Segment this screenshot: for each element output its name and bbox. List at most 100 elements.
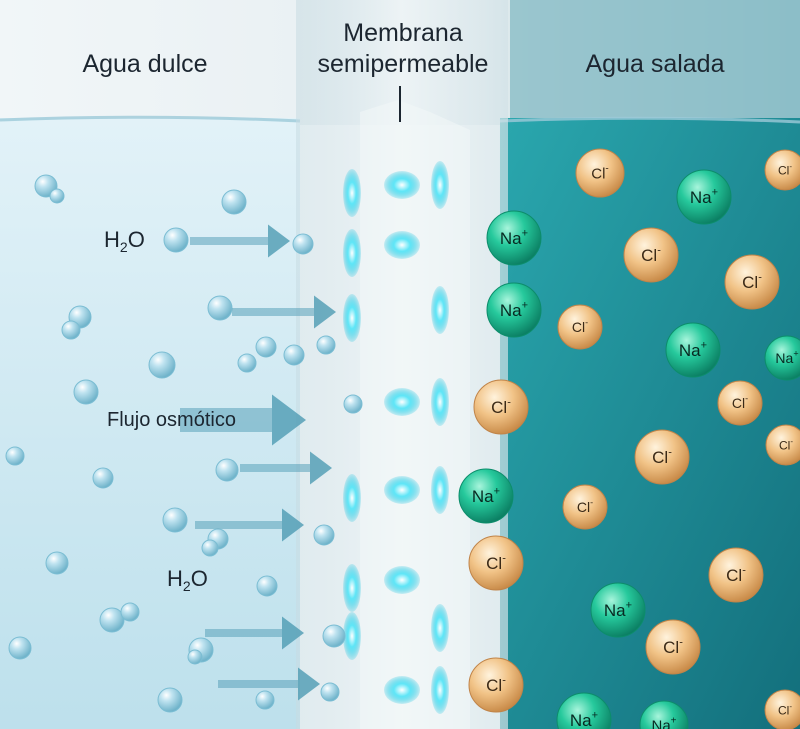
ion-charge: - [585,318,588,328]
membrane-label-line1: Membrana [343,19,463,47]
chloride-ion-label: Cl- [572,318,588,335]
pore-icon [343,229,361,277]
ion-charge: + [494,485,500,497]
pore-icon [384,388,420,416]
bubble-icon [322,624,346,648]
chloride-ion: Cl- [473,379,529,435]
sodium-ion: Na+ [486,282,542,338]
bubble-icon [163,227,189,253]
pore-icon [431,666,449,714]
chloride-ion-label: Cl- [486,674,506,695]
bubble-icon [8,636,32,660]
chloride-ion: Cl- [468,535,524,591]
ion-charge: - [657,244,661,256]
chloride-ion-label: Cl- [726,564,746,585]
chloride-ion-label: Cl- [779,437,793,452]
chloride-ion: Cl- [764,149,800,191]
chloride-ion-label: Cl- [491,396,511,417]
ion-charge: + [592,709,598,721]
chloride-ion-label: Cl- [732,394,748,411]
chloride-ion: Cl- [645,619,701,675]
pore-icon [343,169,361,217]
pore-icon [384,476,420,504]
chloride-ion: Cl- [557,304,603,350]
arrow-right-icon [240,451,332,485]
chloride-ion: Cl- [724,254,780,310]
bubble-icon [99,607,125,633]
pore-icon [384,566,420,594]
chloride-ion-label: Cl- [778,702,792,717]
sodium-ion-label: Na+ [775,349,798,366]
ion-charge: - [507,396,511,408]
arrow-right-icon [190,224,290,258]
ion-charge: - [742,564,746,576]
bubble-icon [207,295,233,321]
chloride-ion: Cl- [468,657,524,713]
ion-charge: - [745,394,748,404]
bubble-icon [5,446,25,466]
bubble-icon [320,682,340,702]
sodium-ion-label: Na+ [651,716,676,729]
osmotic-flow-label: Flujo osmótico [107,409,236,431]
bubble-icon [237,353,257,373]
bubble-icon [148,351,176,379]
chloride-ion-label: Cl- [663,636,683,657]
h2o-label-top: H2O [104,227,145,255]
bubble-icon [316,335,336,355]
ion-charge: + [701,339,707,351]
chloride-ion-label: Cl- [652,446,672,467]
chloride-ion: Cl- [764,689,800,729]
pore-icon [343,564,361,612]
arrow-right-icon [205,616,304,650]
ion-charge: - [668,446,672,458]
bubble-icon [187,649,203,665]
bubble-icon [255,336,277,358]
bubble-icon [201,539,219,557]
arrow-right-icon [195,508,304,542]
arrow-right-icon [218,667,320,701]
ion-charge: + [712,186,718,198]
h2o-prefix: H [167,566,183,591]
sodium-ion: Na+ [676,169,732,225]
bubble-icon [92,467,114,489]
bubble-icon [45,551,69,575]
ion-charge: - [679,636,683,648]
bubble-icon [61,320,81,340]
bubble-icon [73,379,99,405]
ion-charge: + [522,299,528,311]
chloride-ion-label: Cl- [742,271,762,292]
ion-charge: - [502,674,506,686]
sodium-ion-label: Na+ [690,186,718,207]
ion-charge: - [502,552,506,564]
salt-header-background [510,0,800,125]
membrane-pores [343,161,449,714]
ion-charge: - [758,271,762,283]
pore-icon [384,676,420,704]
pore-icon [343,612,361,660]
pore-icon [431,604,449,652]
sodium-ion: Na+ [486,210,542,266]
ion-charge: - [789,702,792,711]
bubble-icon [283,344,305,366]
h2o-prefix: H [104,227,120,252]
sodium-ion-label: Na+ [570,709,598,729]
ion-charge: + [522,227,528,239]
bubble-icon [221,189,247,215]
bubble-icon [343,394,363,414]
chloride-ion: Cl- [623,227,679,283]
arrow-right-icon [232,295,336,329]
sodium-ion: Na+ [590,582,646,638]
sodium-ion: Na+ [639,700,689,729]
salt-water-label: Agua salada [585,50,725,78]
ion-charge: + [671,716,677,727]
membrane-label: Membrana semipermeable [298,18,508,80]
sodium-ion: Na+ [764,335,800,381]
sodium-ion-label: Na+ [500,299,528,320]
sodium-ion: Na+ [458,468,514,524]
pore-icon [384,171,420,199]
chloride-ion-label: Cl- [591,164,609,183]
ion-charge: - [790,437,793,446]
chloride-ion: Cl- [575,148,625,198]
